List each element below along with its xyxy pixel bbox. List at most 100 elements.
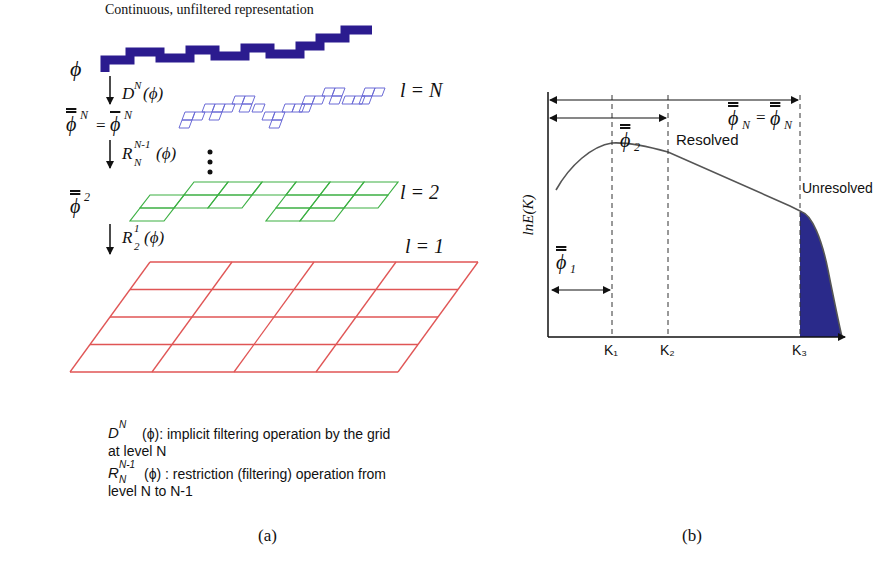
grid-cell <box>130 208 174 221</box>
operator-label: = <box>756 108 766 128</box>
grid-line <box>234 262 314 372</box>
symbol: ϕ <box>620 128 630 152</box>
symbol: ϕ <box>66 112 76 136</box>
region-label: Resolved <box>676 131 739 149</box>
grid-cell <box>208 195 252 208</box>
grid-cell <box>252 182 296 195</box>
superscript: N <box>134 79 141 92</box>
cutoff-dashed-line <box>612 95 613 337</box>
grid-cell <box>140 195 184 208</box>
range-arrow <box>550 99 798 100</box>
level-label: l = N <box>400 78 442 102</box>
subscript: N <box>784 118 792 132</box>
grid-cell <box>292 104 305 112</box>
superscript: 1 <box>134 222 140 235</box>
operator-label: R <box>122 144 132 164</box>
operator-label: D <box>122 84 134 104</box>
grid-cell <box>239 104 252 112</box>
panel-label: (b) <box>682 526 702 546</box>
restriction-arrow <box>109 140 111 168</box>
grid-cell <box>352 96 365 104</box>
grid-line <box>398 262 478 372</box>
region-label: Unresolved <box>802 180 873 197</box>
ellipsis-dot <box>208 160 213 165</box>
grid-cell <box>359 96 372 104</box>
tick-label: K₁ <box>604 342 618 359</box>
subscript: 1 <box>570 262 576 276</box>
grid-cell <box>266 208 310 221</box>
restriction-arrow <box>109 224 111 254</box>
fine-grid-level-n <box>179 88 385 128</box>
grid-cell <box>184 182 228 195</box>
filter-arrow <box>109 76 111 104</box>
grid-cell <box>179 120 192 128</box>
panel-label: (a) <box>258 526 277 546</box>
energy-spectrum-curve <box>556 143 842 337</box>
range-arrow <box>552 289 610 290</box>
description-text: (ϕ): implicit filtering operation by the… <box>108 426 393 460</box>
superscript: N-1 <box>134 138 151 151</box>
heading-text: Continuous, unfiltered representation <box>105 2 314 19</box>
grid-cell <box>312 96 325 104</box>
operator-label: D <box>108 424 119 442</box>
axis-label: lnE(K) <box>519 195 537 236</box>
grid-cell <box>300 208 344 221</box>
grid-cell <box>252 104 265 112</box>
grid-cell <box>344 195 388 208</box>
superscript: 2 <box>84 190 90 204</box>
superscript: N-1 <box>119 459 135 471</box>
grid-cell <box>269 120 282 128</box>
superscript: N <box>80 108 88 122</box>
symbol: ϕ <box>70 194 80 218</box>
grid-cell <box>286 182 330 195</box>
symbol: ϕ <box>770 106 780 130</box>
operator-label: (ϕ) <box>156 144 176 164</box>
grid-cell <box>354 182 398 195</box>
level-label: l = 2 <box>400 180 439 204</box>
tick-label: K₂ <box>660 342 675 359</box>
grid-cell <box>372 88 385 96</box>
superscript: N <box>119 419 126 431</box>
unresolved-fill <box>800 211 842 337</box>
grid-cell <box>222 104 235 112</box>
grid-cell <box>320 182 364 195</box>
grid-line <box>316 262 396 372</box>
grid-cell <box>218 182 262 195</box>
grid-line <box>90 344 418 345</box>
ellipsis-dot <box>208 170 213 175</box>
operator-label: R <box>108 464 119 482</box>
grid-level-1 <box>70 262 478 372</box>
grid-line <box>70 371 398 372</box>
symbol: ϕ <box>728 106 738 130</box>
cutoff-dashed-line <box>668 95 669 337</box>
grid-cell <box>209 112 222 120</box>
grid-cell <box>299 104 312 112</box>
y-axis <box>547 92 549 337</box>
ellipsis-dot <box>208 150 213 155</box>
symbol: ϕ <box>556 250 566 274</box>
grid-cell <box>276 195 320 208</box>
operator-label: R <box>122 228 132 248</box>
level-label: l = 1 <box>405 234 444 258</box>
subscript: N <box>134 156 141 169</box>
operator-label: (ϕ) <box>143 84 163 104</box>
cutoff-dashed-line <box>800 95 801 337</box>
grid-level-2 <box>130 182 398 221</box>
grid-cell <box>332 88 345 96</box>
grid-cell <box>174 195 218 208</box>
grid-cell <box>272 112 285 120</box>
subscript: N <box>742 118 750 132</box>
operator-label: = <box>96 116 106 136</box>
grid-cell <box>242 96 255 104</box>
tick-label: K₃ <box>792 342 807 359</box>
grid-cell <box>310 195 354 208</box>
superscript: N <box>124 108 132 122</box>
grid-cell <box>329 96 342 104</box>
symbol: ϕ <box>110 112 120 136</box>
range-arrow <box>550 117 666 118</box>
description-text: (ϕ) : restriction (filtering) operation … <box>108 466 393 500</box>
subscript: 2 <box>134 240 140 253</box>
subscript: 2 <box>634 140 640 154</box>
symbol: ϕ <box>70 56 81 82</box>
